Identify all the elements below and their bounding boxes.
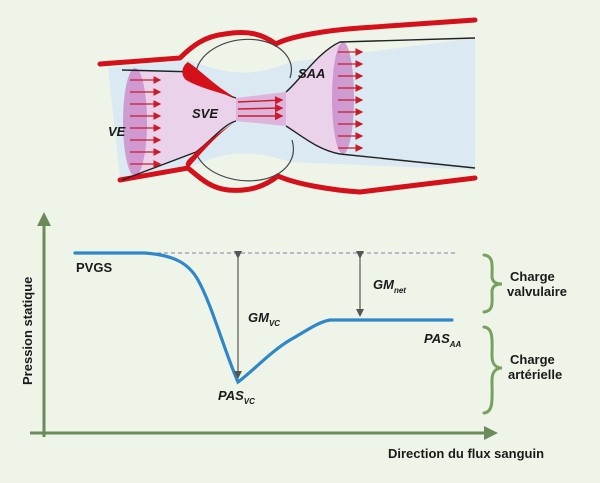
- lvot-ellipse: [123, 68, 147, 176]
- label-saa: SAA: [298, 66, 325, 81]
- label-pas-vc: PASVC: [218, 388, 255, 406]
- label-charge-valvulaire: Charge valvulaire: [507, 269, 567, 299]
- pressure-graph: Pression statique Direction du flux sang…: [20, 212, 567, 461]
- sinus-bottom: [195, 139, 294, 182]
- sinus-top: [195, 38, 292, 79]
- vessel-wall-bottom: [117, 165, 478, 195]
- label-ve: VE: [108, 124, 126, 139]
- x-axis-label: Direction du flux sanguin: [388, 446, 544, 461]
- flow-outline-bottom: [121, 120, 476, 181]
- leaflet-bottom: [185, 121, 236, 167]
- vessel-wall-top: [97, 17, 478, 67]
- y-axis-arrowhead: [37, 212, 51, 226]
- label-gm-vc: GMVC: [248, 310, 280, 328]
- label-pas-aa: PASAA: [424, 331, 462, 349]
- label-gm-net: GMnet: [373, 277, 406, 295]
- x-axis-arrowhead: [484, 426, 498, 440]
- label-sve: SVE: [192, 106, 218, 121]
- valve-diagram: VE SVE SAA: [97, 17, 478, 195]
- aorta-ellipse: [332, 42, 354, 154]
- y-axis-label: Pression statique: [20, 277, 35, 385]
- brace-valvulaire: [482, 253, 503, 314]
- jet-arrows: [237, 96, 284, 121]
- brace-arterielle: [482, 325, 503, 415]
- aorta-arrows: [338, 48, 364, 152]
- leaflet-top: [182, 62, 236, 98]
- label-charge-arterielle: Charge artérielle: [508, 352, 562, 382]
- flow-region: [130, 44, 340, 176]
- label-pvgs: PVGS: [76, 260, 112, 275]
- lvot-arrows: [130, 76, 162, 168]
